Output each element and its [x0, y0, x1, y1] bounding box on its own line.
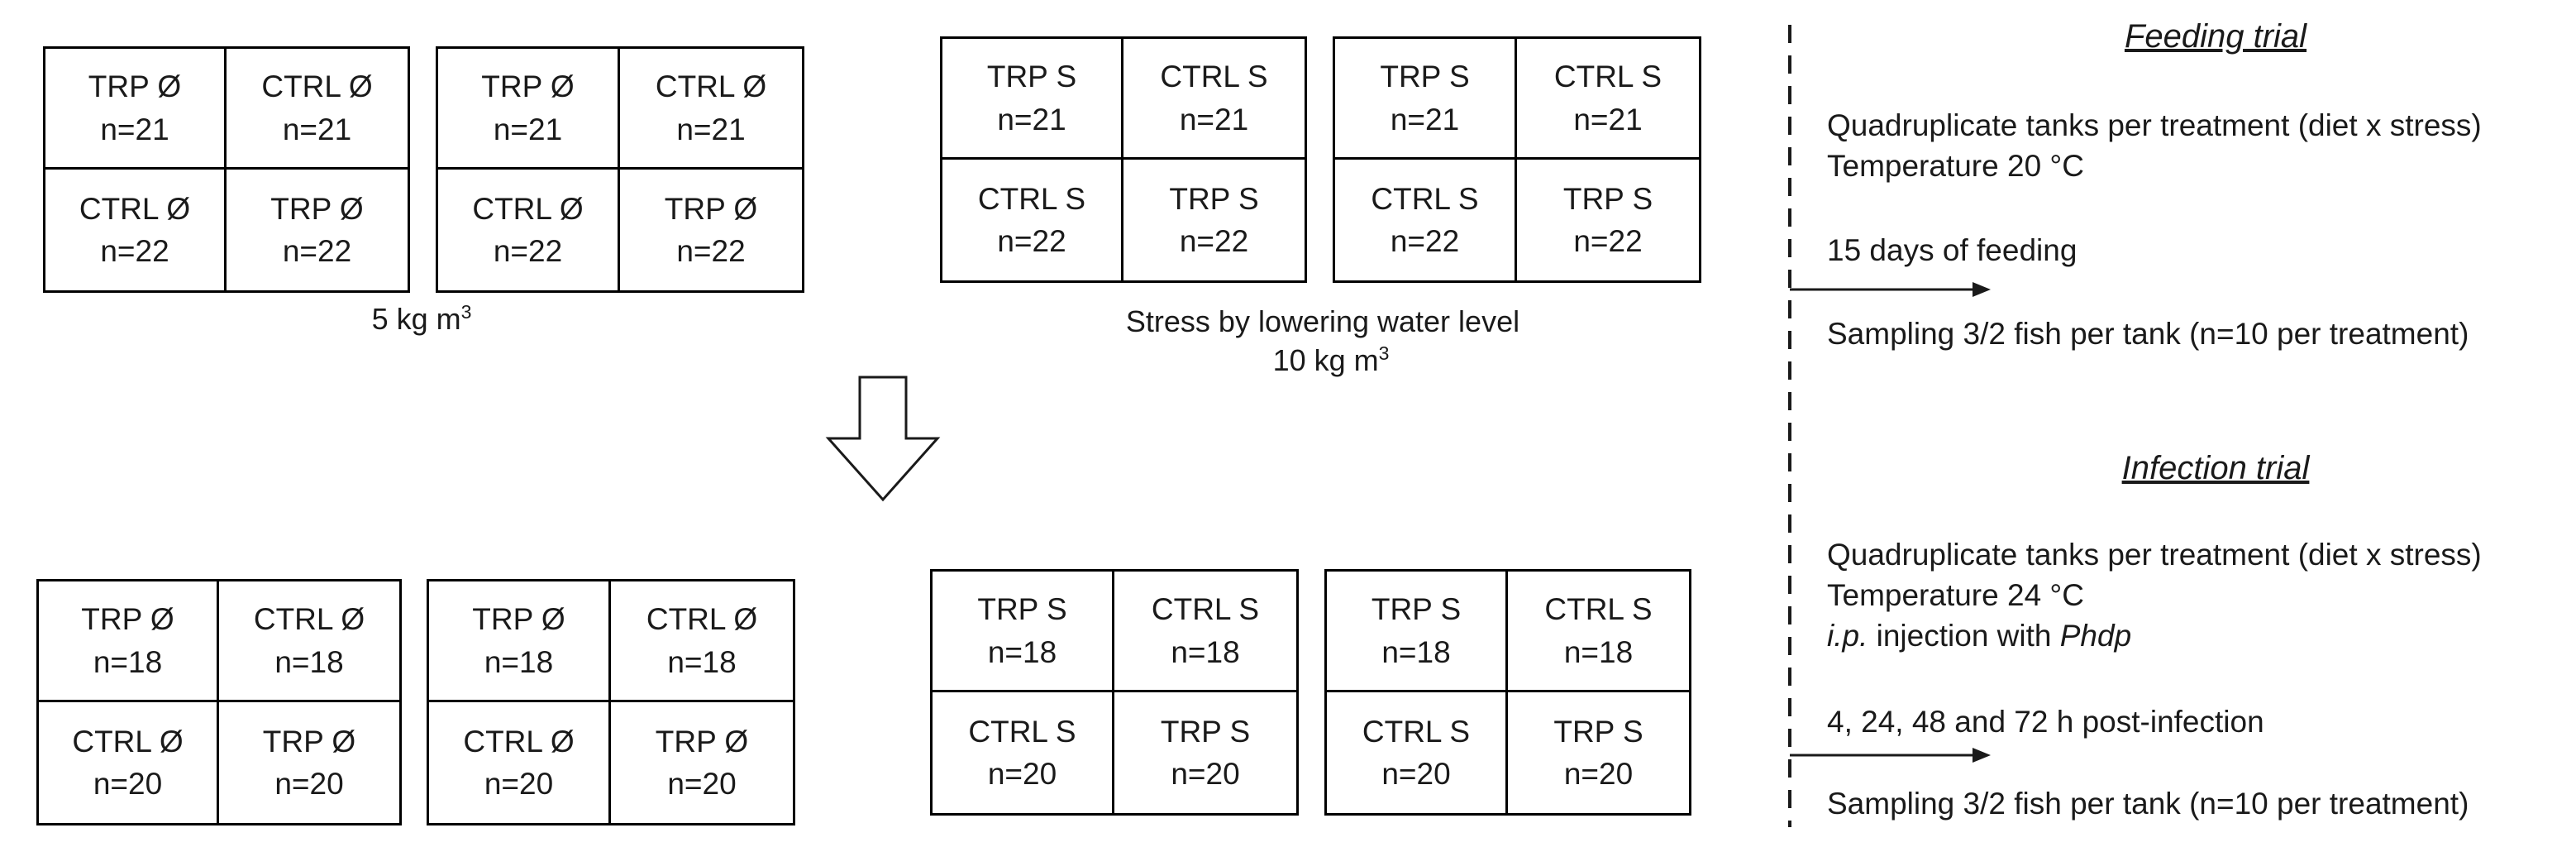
infection-temperature-text: Temperature 24 °C	[1827, 578, 2084, 612]
density-low-caption: 5 kg m3	[371, 301, 472, 336]
down-arrow-icon	[825, 376, 941, 502]
infection-tanks-text: Quadruplicate tanks per treatment (diet …	[1827, 538, 2482, 572]
infection-timepoints-text: 4, 24, 48 and 72 h post-infection	[1827, 705, 2264, 739]
infection-trial-heading: Infection trial	[2121, 450, 2310, 486]
density-high-caption: 10 kg m3	[1272, 342, 1390, 377]
feeding-duration-text: 15 days of feeding	[1827, 233, 2077, 267]
feeding-trial-heading: Feeding trial	[2124, 18, 2307, 55]
timeline-arrow-infection	[1790, 748, 1991, 763]
feeding-temperature-text: Temperature 20 °C	[1827, 149, 2084, 183]
timeline-arrow-feeding	[1790, 282, 1991, 297]
feeding-sampling-text: Sampling 3/2 fish per tank (n=10 per tre…	[1827, 317, 2469, 351]
feeding-tanks-text: Quadruplicate tanks per treatment (diet …	[1827, 108, 2482, 142]
infection-injection-text: i.p. injection with Phdp	[1827, 619, 2132, 653]
infection-sampling-text: Sampling 3/2 fish per tank (n=10 per tre…	[1827, 787, 2469, 821]
stress-caption: Stress by lowering water level	[1125, 304, 1520, 338]
